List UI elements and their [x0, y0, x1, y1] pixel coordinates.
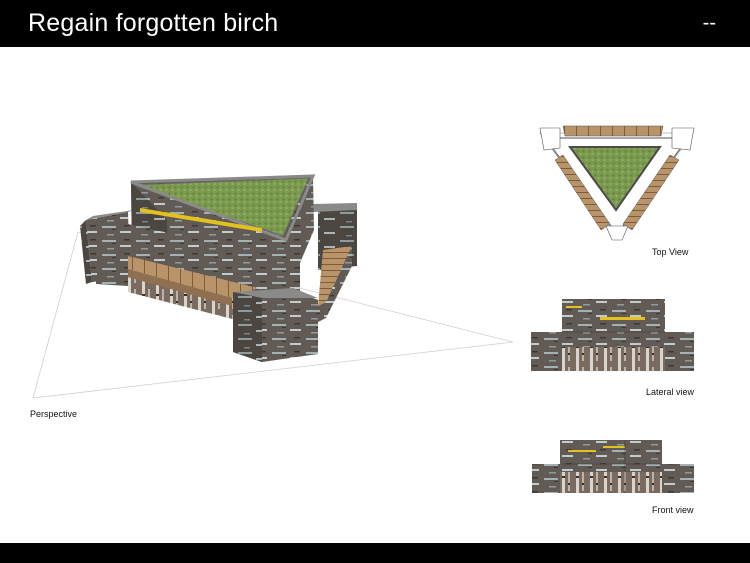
lateral-view-drawing: [531, 299, 694, 371]
top-view-drawing: [539, 125, 695, 241]
page-title: Regain forgotten birch: [28, 9, 279, 37]
top-view-label: Top View: [652, 247, 689, 257]
front-view-drawing: [532, 440, 694, 493]
lateral-view-label: Lateral view: [646, 387, 695, 397]
footer-bar: [0, 543, 750, 563]
perspective-drawing: [32, 174, 514, 399]
page-number: --: [702, 12, 716, 34]
front-view-label: Front view: [652, 505, 694, 515]
header-bar: Regain forgotten birch --: [0, 0, 750, 47]
perspective-label: Perspective: [30, 409, 78, 419]
